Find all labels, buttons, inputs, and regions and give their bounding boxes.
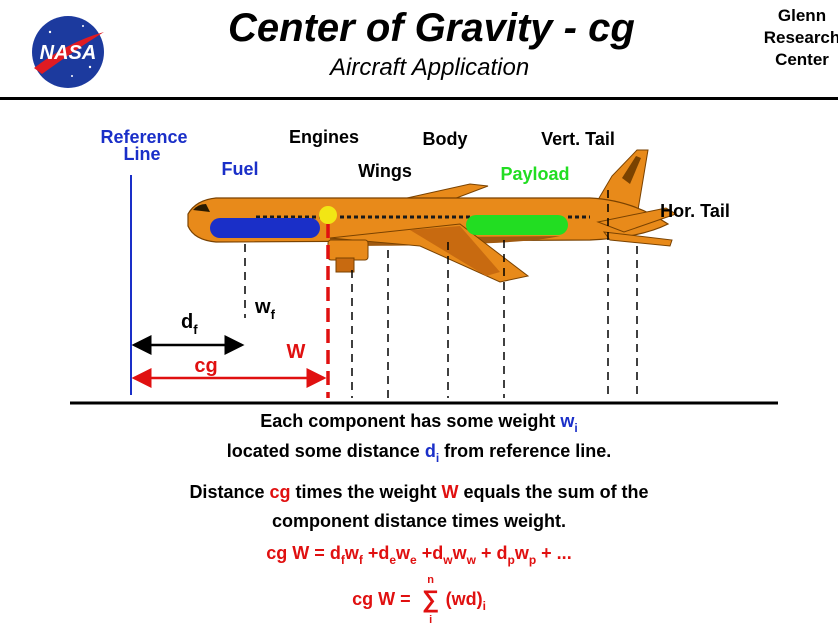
total-weight-label: W — [287, 341, 306, 363]
cg-distance-label: cg — [194, 355, 217, 377]
page-title: Center of Gravity - cg — [228, 6, 635, 50]
caption-1-sub: i — [574, 421, 578, 435]
nasa-logo-vector — [34, 32, 104, 74]
formula-expanded: cg W = dfwf +dewe +dwww + dpwp + ... — [266, 543, 572, 567]
cg-marker — [319, 206, 337, 224]
payload-label: Payload — [500, 164, 569, 184]
nasa-logo: NASA — [32, 16, 104, 88]
formula-1-lhs: cg W = — [266, 543, 330, 563]
caption-2-d: d — [424, 441, 436, 461]
center-name-line-2: Research — [763, 28, 838, 47]
vert-tail-label: Vert. Tail — [541, 129, 615, 149]
caption-2-text: located some distance — [226, 441, 425, 461]
caption-1-w: w — [560, 411, 575, 431]
caption-line-3: Distance cg times the weight W equals th… — [0, 482, 838, 503]
page-subtitle: Aircraft Application — [330, 54, 530, 81]
center-name-line-3: Center — [775, 50, 829, 69]
caption-line-1: Each component has some weight wi — [0, 411, 838, 435]
wings-label: Wings — [358, 161, 412, 181]
engines-label: Engines — [289, 127, 359, 147]
caption-3-text: Distance — [189, 482, 270, 502]
fuel-label: Fuel — [221, 159, 258, 179]
formula-2-lhs: cg W = — [352, 588, 416, 609]
nasa-logo-text: NASA — [40, 42, 97, 64]
header: NASA Center of Gravity - cg Aircraft App… — [0, 0, 838, 100]
caption-1-text: Each component has some weight — [260, 411, 561, 431]
cg-diagram: Reference Line Engines Body Vert. Tail F… — [70, 127, 778, 405]
body-label: Body — [423, 129, 468, 149]
engine-pod — [327, 239, 369, 261]
caption-line-4: component distance times weight. — [0, 511, 838, 532]
caption-line-2: located some distance di from reference … — [0, 441, 838, 465]
caption-3-tail: equals the sum of the — [458, 482, 649, 502]
center-name-line-1: Glenn — [777, 6, 827, 25]
formula-2-rhs: (wd) — [445, 588, 483, 609]
caption-3-cg: cg — [269, 482, 291, 502]
caption-3-mid: times the weight — [290, 482, 442, 502]
reference-line-label-1: Reference — [100, 127, 187, 147]
d-f-label: df — [181, 311, 198, 337]
summation-symbol: n∑i — [422, 574, 440, 626]
horizontal-tail — [596, 207, 678, 233]
caption-3-W: W — [441, 482, 459, 502]
formula-summation: cg W = n∑i(wd)i — [352, 574, 486, 626]
payload-bay — [466, 215, 568, 235]
aircraft — [187, 149, 678, 283]
caption-4-text: component distance times weight. — [271, 511, 567, 531]
caption-2-sub: i — [435, 451, 440, 465]
fuel-tank — [210, 218, 320, 238]
w-f-label: wf — [254, 296, 276, 322]
caption-2-tail: from reference line. — [439, 441, 612, 461]
reference-line-label-2: Line — [123, 144, 160, 164]
header-rule — [0, 97, 838, 100]
center-name: Glenn Research Center — [762, 5, 838, 71]
hor-tail-label: Hor. Tail — [660, 201, 730, 221]
